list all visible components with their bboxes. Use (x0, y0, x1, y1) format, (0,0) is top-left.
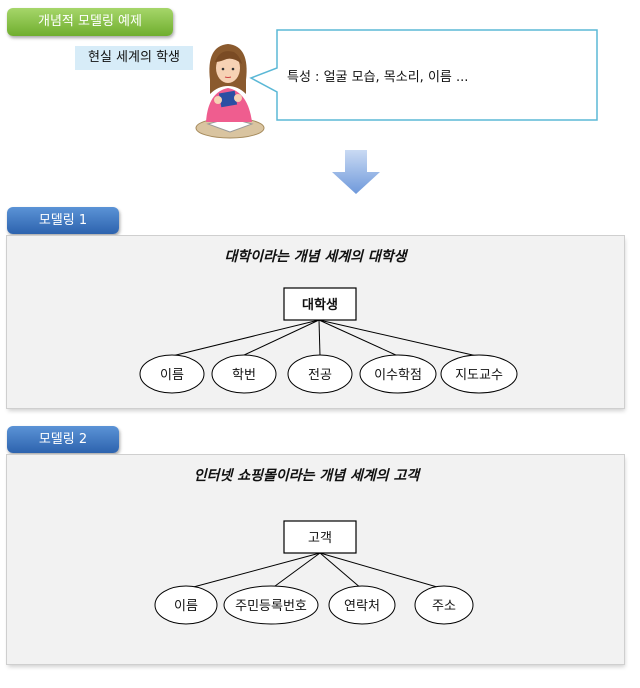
tab-modeling-1-label: 모델링 1 (38, 213, 88, 228)
real-world-label: 현실 세계의 학생 (75, 46, 193, 70)
connector-line (318, 319, 399, 357)
attribute-ellipse (223, 585, 319, 625)
entity-label: 고객 (308, 531, 332, 546)
attribute-label: 주민등록번호 (235, 599, 307, 614)
attribute-ellipse (139, 354, 205, 394)
entity-box (283, 287, 357, 321)
attribute-ellipse (287, 354, 353, 394)
modeling-1-diagram: 대학생 이름 학번 전공 이수학점 지도교수 (139, 287, 518, 394)
real-world-label-text: 현실 세계의 학생 (88, 50, 180, 65)
connector-line (241, 319, 320, 357)
attribute-ellipse (211, 354, 277, 394)
attribute-ellipse (328, 585, 396, 625)
connector-line (318, 319, 321, 357)
modeling-2-diagram: 고객 이름 주민등록번호 연락처 주소 (154, 520, 474, 625)
tab-modeling-1: 모델링 1 (7, 207, 119, 234)
connector-line (185, 552, 321, 590)
attribute-label: 이름 (160, 368, 184, 383)
attribute-label: 이름 (174, 599, 198, 614)
connector-line (319, 552, 363, 590)
connector-line (319, 552, 445, 590)
modeling-2-panel: 인터넷 쇼핑몰이라는 개념 세계의 고객 고객 이름 주민등록번호 연락처 주소 (7, 455, 624, 664)
attribute-label: 연락처 (344, 599, 380, 614)
example-title: 개념적 모델링 예제 (38, 14, 142, 29)
modeling-1-panel: 대학이라는 개념 세계의 대학생 대학생 이름 학번 전공 이수학점 지도교수 (7, 236, 624, 408)
attribute-label: 학번 (232, 368, 256, 383)
student-illustration (195, 44, 265, 139)
attribute-ellipse (359, 354, 437, 394)
example-title-badge: 개념적 모델링 예제 (7, 8, 173, 36)
attribute-ellipse (154, 585, 218, 625)
connector-line (318, 319, 478, 357)
callout-text: 특성 : 얼굴 모습, 목소리, 이름 ... (287, 70, 469, 85)
attribute-label: 지도교수 (455, 368, 503, 383)
down-arrow-icon (332, 150, 380, 194)
entity-box (283, 520, 357, 554)
attribute-label: 주소 (432, 599, 456, 614)
modeling-2-title: 인터넷 쇼핑몰이라는 개념 세계의 고객 (193, 468, 420, 484)
connector-line (270, 552, 321, 590)
attribute-label: 전공 (308, 368, 332, 383)
connector-line (171, 319, 320, 357)
entity-label: 대학생 (302, 297, 338, 313)
speech-callout (249, 29, 598, 121)
attribute-label: 이수학점 (374, 368, 422, 383)
attribute-ellipse (414, 585, 474, 625)
tab-modeling-2: 모델링 2 (7, 426, 119, 453)
tab-modeling-2-label: 모델링 2 (38, 432, 88, 447)
modeling-1-title: 대학이라는 개념 세계의 대학생 (224, 249, 407, 265)
attribute-ellipse (440, 354, 518, 394)
